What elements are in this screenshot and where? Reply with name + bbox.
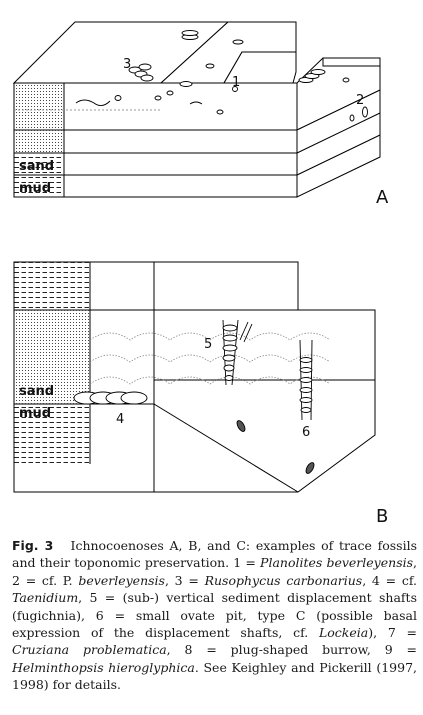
- lamination-lines: [89, 332, 331, 385]
- layer-label-b-mud: mud: [19, 406, 51, 421]
- diagram-b-dashed-bottom: [14, 404, 90, 464]
- layer-label-a-sand: sand: [19, 159, 54, 174]
- caption-segment: , 4 = cf.: [362, 572, 417, 588]
- caption-taxon-name: beverleyensis: [78, 572, 165, 588]
- caption-segment: Ichnocoenoses A, B, and C: examples of t…: [12, 538, 418, 571]
- diagram-b-dashed-top: [14, 262, 90, 310]
- trace-fossils-b: [73, 319, 315, 474]
- diagram-a-dotted-column: [14, 83, 64, 153]
- diagram-b-top-face: [153, 261, 299, 311]
- caption-taxon-name: Cruziana problematica: [12, 642, 167, 658]
- diagram-a-dashed-column: [14, 153, 64, 197]
- trace-label-b-5: 5: [204, 337, 212, 352]
- diagram-figure: 3 1 2 sand mud A: [12, 21, 389, 527]
- caption-segment: ), 7 =: [368, 625, 417, 641]
- figure-caption: Fig. 3 Ichnocoenoses A, B, and C: exampl…: [12, 537, 417, 694]
- layer-label-b-sand: sand: [19, 384, 54, 399]
- diagram-a-label: A: [376, 187, 389, 208]
- diagram-b: 5 4 6 sand mud B: [13, 261, 388, 527]
- shaft-right: [299, 339, 313, 421]
- figure-label: Fig. 3: [12, 538, 54, 553]
- caption-segment: , 8 = plug-shaped burrow, 9 =: [166, 642, 417, 658]
- diagram-b-lower-block: [153, 379, 376, 493]
- trace-label-a-1: 1: [232, 75, 240, 90]
- caption-segment: . See Keighley and Pickerill (1997, 1998…: [12, 659, 417, 693]
- caption-segment: , 5 = (sub-) vertical sediment displacem…: [12, 590, 417, 641]
- caption-taxon-name: Lockeia: [318, 625, 369, 641]
- trace-label-b-6: 6: [302, 425, 310, 440]
- caption-taxon-name: Taenidium: [12, 590, 79, 606]
- trace-label-b-4: 4: [116, 412, 124, 427]
- diagram-a-step-ledge: [322, 57, 381, 67]
- shaft-5: [222, 319, 253, 386]
- diagram-b-right-face: [153, 309, 376, 381]
- caption-taxon-name: Rusophycus carbonarius: [204, 572, 363, 588]
- trace-fossils-a: [75, 30, 368, 122]
- diagram-b-label: B: [376, 506, 388, 527]
- trace-label-a-2: 2: [356, 93, 364, 108]
- caption-taxon-name: Planolites beverleyensis: [260, 555, 414, 571]
- trace-label-a-3: 3: [123, 57, 131, 72]
- caption-text: Ichnocoenoses A, B, and C: examples of t…: [12, 538, 417, 692]
- caption-segment: , 2 = cf. P.: [12, 555, 417, 588]
- layer-label-a-mud: mud: [19, 181, 51, 196]
- caption-taxon-name: Helminthopsis hieroglyphica: [12, 659, 195, 675]
- diagram-b-dotted-column: [14, 310, 90, 404]
- caption-segment: , 3 =: [164, 572, 205, 588]
- diagram-a: 3 1 2 sand mud A: [12, 21, 389, 208]
